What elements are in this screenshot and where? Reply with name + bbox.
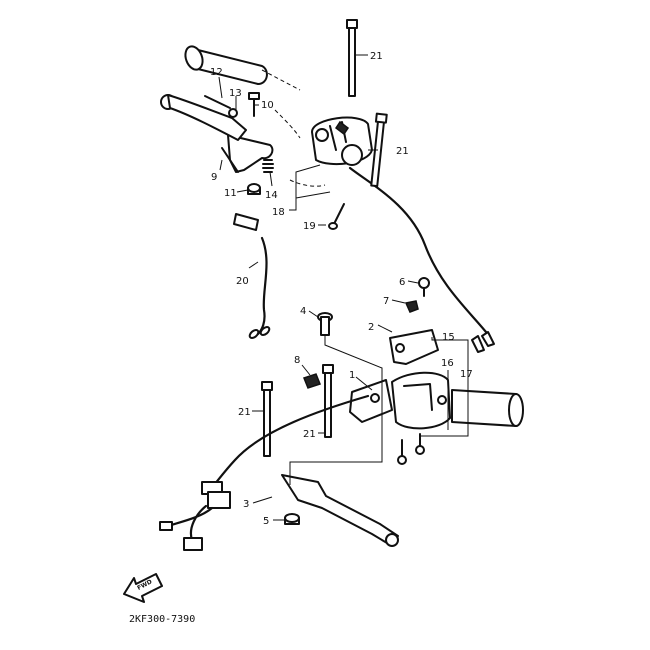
cable-tie-lower-left: [261, 381, 273, 457]
callout-labels: 1 2 3 4 5 6 7 8 9 10 11 12 13 14 15 16 1…: [210, 51, 473, 527]
callout-4: 4: [300, 306, 306, 317]
callout-21-upper: 21: [370, 51, 383, 62]
callout-18: 18: [272, 207, 285, 218]
callout-1: 1: [349, 370, 355, 381]
drawing-code: 2KF300-7390: [129, 614, 195, 625]
clutch-lever-holder: [221, 134, 274, 173]
callout-21-lower-left: 21: [238, 407, 251, 418]
leader-lines: [218, 54, 469, 521]
lever-nut-13: [228, 108, 238, 118]
throttle-grip: [451, 389, 524, 427]
front-brake-switch-bracket: [349, 379, 393, 423]
bolt-4: [317, 312, 333, 336]
callout-3: 3: [243, 499, 249, 510]
cable-tie-upper: [346, 19, 358, 97]
callout-17: 17: [460, 369, 473, 380]
collar-11: [247, 183, 261, 195]
callout-16: 16: [441, 358, 454, 369]
callout-15: 15: [442, 332, 455, 343]
screw-6: [418, 277, 430, 297]
left-handlebar-switch: [289, 116, 373, 187]
callout-11: 11: [224, 188, 237, 199]
callout-19: 19: [303, 221, 316, 232]
callout-21-middle: 21: [396, 146, 409, 157]
callout-6: 6: [399, 277, 405, 288]
cable-tie-middle: [370, 112, 388, 188]
spring-14: [262, 159, 274, 173]
callout-13: 13: [229, 88, 242, 99]
front-brake-lever: [281, 474, 399, 547]
left-wire-connectors: [471, 331, 495, 353]
callout-5: 5: [263, 516, 269, 527]
switch-screw-19: [328, 203, 345, 230]
screw-8: [303, 373, 321, 389]
callout-14: 14: [265, 190, 278, 201]
callout-2: 2: [368, 322, 374, 333]
callout-10: 10: [261, 100, 274, 111]
callout-7: 7: [383, 296, 389, 307]
lever-bolt-12: [204, 95, 231, 109]
lever-collar-5: [284, 513, 300, 525]
right-wire-connectors: [159, 481, 231, 551]
forward-arrow-icon: FWD: [123, 573, 163, 603]
callout-8: 8: [294, 355, 300, 366]
screws-16-17: [397, 433, 425, 465]
lever-bolt-10: [248, 92, 260, 117]
cable-tie-lower-mid: [322, 364, 334, 438]
callout-9: 9: [211, 172, 217, 183]
callout-20: 20: [236, 276, 249, 287]
callout-12: 12: [210, 67, 223, 78]
callout-21-lower-mid: 21: [303, 429, 316, 440]
clutch-switch-lead: [233, 213, 271, 339]
nut-7: [404, 300, 419, 313]
left-handlebar-grip: [184, 45, 301, 139]
right-handlebar-switch: [391, 371, 451, 430]
clutch-lever: [160, 94, 247, 141]
master-cylinder-bracket: [389, 329, 439, 365]
